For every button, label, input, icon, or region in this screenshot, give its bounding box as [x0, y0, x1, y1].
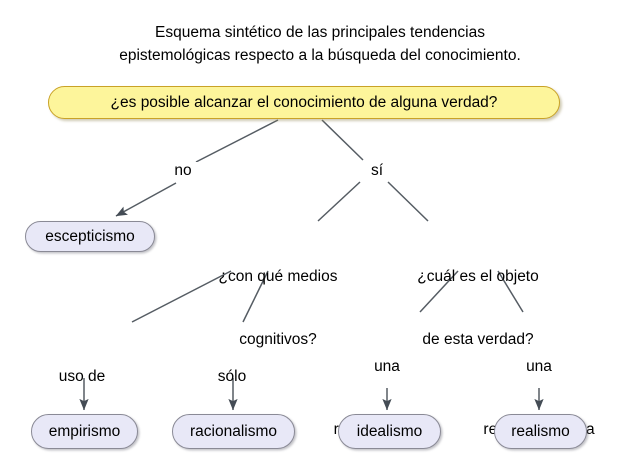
- node-criteria-realidad-interna-line-1: una: [374, 358, 400, 375]
- edge-medios-to-razon: [242, 270, 269, 323]
- node-criteria-realidad-externa: una realidad externa a uno mismo: [464, 314, 614, 476]
- edge-si-to-objeto: [387, 181, 429, 222]
- node-question-objeto-line-1: ¿cuál es el objeto: [417, 268, 539, 285]
- node-question-objeto-line-2: de esta verdad?: [422, 331, 534, 348]
- diagram-title-line-2: epistemológicas respecto a la búsqueda d…: [119, 47, 521, 64]
- edge-objeto-to-externa: [497, 270, 524, 313]
- root-question-node[interactable]: ¿es posible alcanzar el conocimiento de …: [48, 86, 560, 119]
- node-question-medios-line-1: ¿con qué medios: [218, 268, 338, 285]
- edge-label-no: no: [162, 162, 204, 180]
- node-criteria-sentidos-line-1: uso de: [58, 368, 106, 385]
- edge-root-to-no: [195, 119, 279, 163]
- edge-no-to-escepticismo: [115, 182, 177, 217]
- root-question-label: ¿es posible alcanzar el conocimiento de …: [110, 93, 498, 111]
- node-empirismo-label: empirismo: [48, 422, 121, 440]
- node-realismo-label: realismo: [511, 422, 570, 440]
- node-question-medios: ¿con qué medios cognitivos?: [178, 224, 378, 392]
- node-idealismo[interactable]: idealismo: [338, 414, 441, 449]
- edge-label-si: sí: [358, 162, 396, 180]
- node-criteria-razon: sólo la razón: [162, 324, 302, 476]
- node-question-medios-line-2: cognitivos?: [239, 331, 317, 348]
- node-empirismo[interactable]: empirismo: [31, 414, 138, 449]
- node-racionalismo[interactable]: racionalismo: [172, 414, 295, 449]
- node-escepticismo[interactable]: escepticismo: [25, 221, 155, 252]
- node-idealismo-label: idealismo: [356, 422, 423, 440]
- edge-objeto-to-interna: [419, 270, 459, 313]
- node-realismo[interactable]: realismo: [494, 414, 587, 449]
- node-racionalismo-label: racionalismo: [189, 422, 277, 440]
- edge-root-to-si: [321, 119, 364, 161]
- node-criteria-sentidos: uso de los sentidos: [2, 324, 162, 476]
- node-criteria-razon-line-1: sólo: [217, 368, 247, 385]
- node-criteria-realidad-interna: una realidad interna a uno mismo: [312, 314, 462, 476]
- diagram-title-line-1: Esquema sintético de las principales ten…: [155, 24, 485, 41]
- edge-medios-to-sentidos: [131, 270, 232, 323]
- node-question-objeto: ¿cuál es el objeto de esta verdad?: [378, 224, 578, 392]
- node-criteria-realidad-externa-line-1: una: [526, 358, 552, 375]
- node-escepticismo-label: escepticismo: [45, 227, 135, 245]
- edge-si-to-medios: [317, 181, 361, 222]
